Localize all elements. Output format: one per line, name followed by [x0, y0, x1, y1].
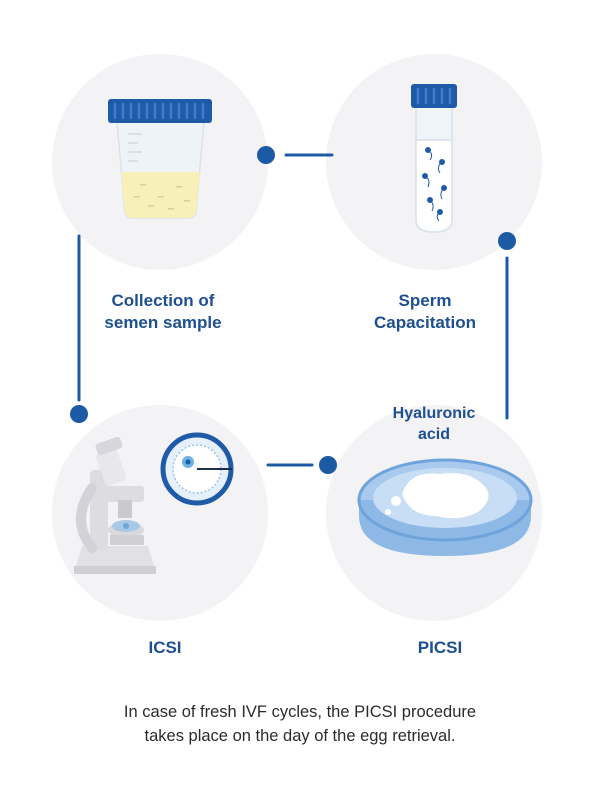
flow-connectors	[77, 153, 509, 467]
connector-dot	[70, 405, 88, 423]
connector-dot	[498, 232, 516, 250]
picsi-label: PICSI	[417, 638, 463, 657]
petri-dish-icon	[357, 458, 533, 556]
caption-text: In case of fresh IVF cycles, the PICSI p…	[123, 703, 477, 745]
connector-dot	[257, 146, 275, 164]
connector-dot	[319, 456, 337, 474]
hyaluronic-acid-label: Hyaluronic acid	[392, 405, 476, 443]
microscope-icon	[74, 436, 156, 574]
specimen-cup-icon	[108, 99, 212, 219]
capacitation-label: Sperm Capacitation	[373, 291, 477, 332]
magnifier-icon	[160, 432, 234, 506]
flow-dots	[70, 146, 516, 474]
icsi-label: ICSI	[148, 638, 182, 657]
test-tube-sperm-icon	[411, 84, 457, 233]
collection-label: Collection of semen sample	[104, 291, 222, 332]
